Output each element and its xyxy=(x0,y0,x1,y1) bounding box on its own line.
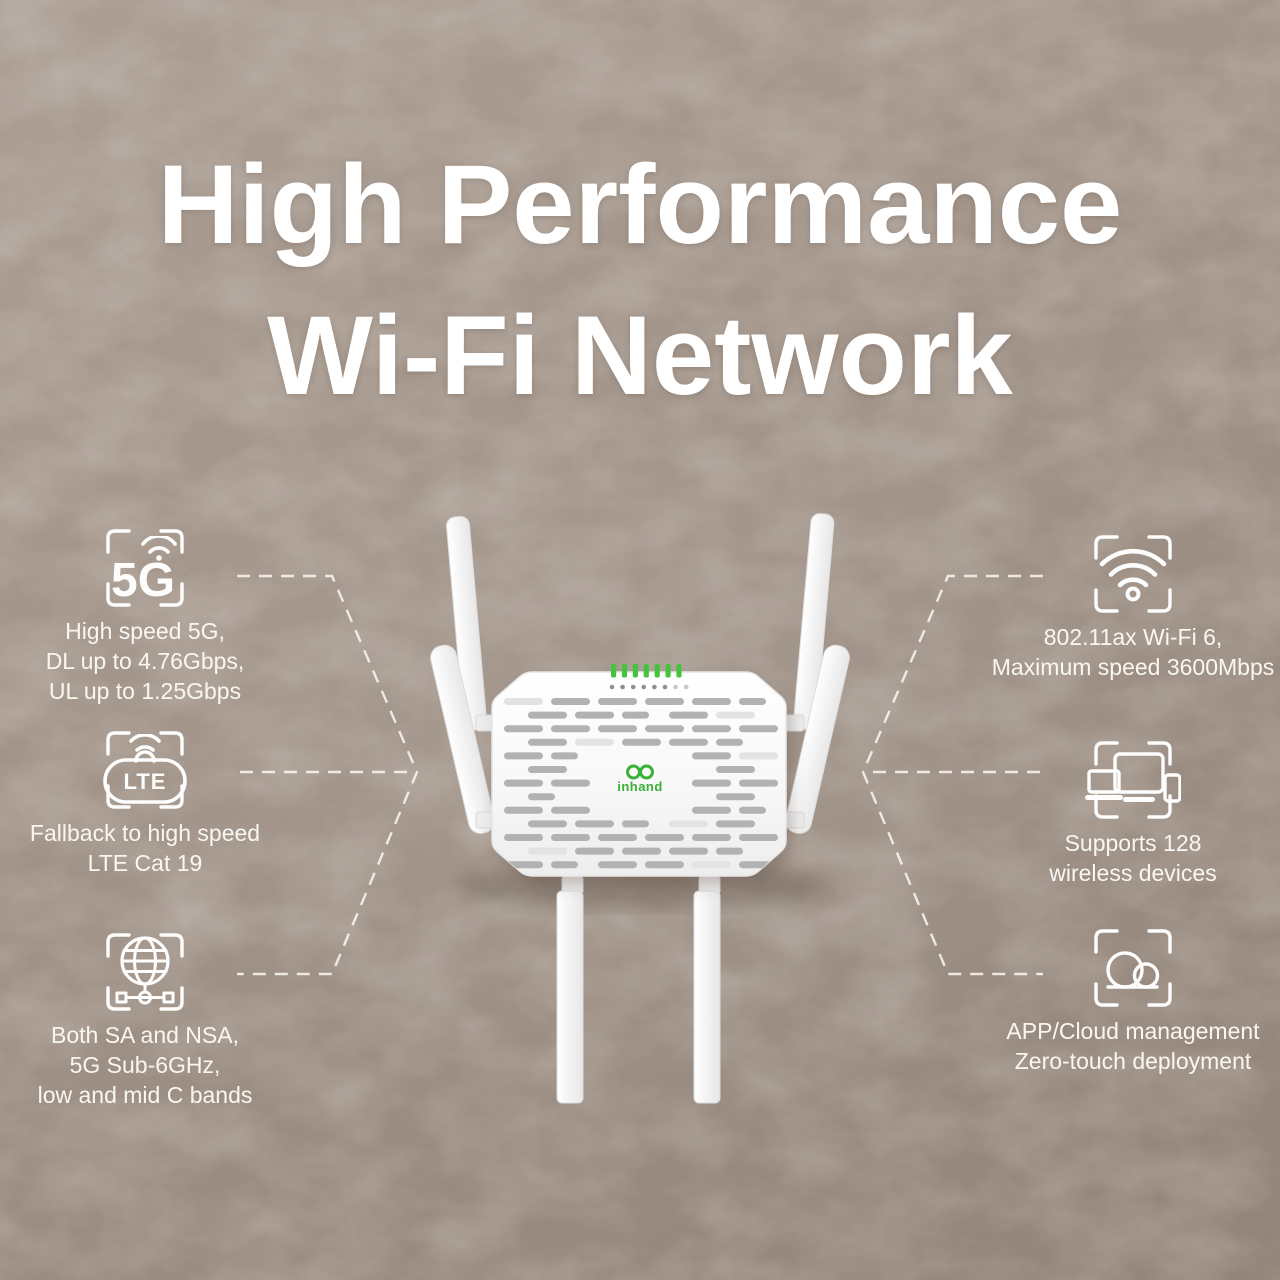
feature-5g-speed: 5G High speed 5G, DL up to 4.76Gbps, UL … xyxy=(0,528,305,706)
lte-icon: LTE xyxy=(103,734,187,804)
globe-network-icon xyxy=(115,936,175,1005)
feature-text: Both SA and NSA, xyxy=(51,1022,239,1048)
connector-dashes-left xyxy=(237,574,419,976)
focus-bracket: LTE xyxy=(103,730,187,810)
feature-text: 5G Sub-6GHz, xyxy=(69,1052,221,1078)
antenna-side-right xyxy=(785,644,850,834)
feature-5g-bands: Both SA and NSA, 5G Sub-6GHz, low and mi… xyxy=(0,932,305,1110)
feature-lte-fallback: LTE Fallback to high speed LTE Cat 19 xyxy=(0,730,305,878)
headline-line-2: Wi-Fi Network xyxy=(267,293,1013,418)
focus-bracket: 5G xyxy=(105,528,185,608)
focus-bracket xyxy=(1093,534,1173,614)
focus-bracket xyxy=(105,932,185,1012)
focus-bracket xyxy=(1085,740,1181,820)
feature-wireless-devices: Supports 128 wireless devices xyxy=(973,740,1280,888)
led-strip xyxy=(609,664,689,690)
wifi-icon xyxy=(1099,549,1167,602)
brand-name: inhand xyxy=(617,779,663,794)
feature-text: LTE Cat 19 xyxy=(87,850,203,876)
antenna-bottom-right xyxy=(693,890,721,1104)
antenna-side-left xyxy=(430,644,495,834)
connector-dashes-right xyxy=(861,574,1043,976)
feature-text: Fallback to high speed xyxy=(29,820,261,846)
infinity-logo-icon xyxy=(639,764,654,780)
feature-text: 802.11ax Wi-Fi 6, xyxy=(1043,624,1223,650)
antenna-bottom-left xyxy=(556,890,584,1104)
feature-wifi6: 802.11ax Wi-Fi 6, Maximum speed 3600Mbps xyxy=(973,534,1280,682)
svg-text:5G: 5G xyxy=(111,554,175,600)
5g-icon: 5G xyxy=(111,536,177,600)
cloud-icon xyxy=(1106,951,1160,989)
focus-bracket xyxy=(1093,928,1173,1008)
devices-icon xyxy=(1085,752,1181,803)
router-device: inhand xyxy=(430,513,850,1104)
feature-text: DL up to 4.76Gbps, xyxy=(45,648,245,674)
feature-text: Maximum speed 3600Mbps xyxy=(991,654,1275,680)
feature-text: Supports 128 xyxy=(1064,830,1202,856)
feature-text: APP/Cloud management xyxy=(1006,1018,1260,1044)
feature-text: Zero-touch deployment xyxy=(1014,1048,1252,1074)
feature-text: UL up to 1.25Gbps xyxy=(48,678,242,704)
feature-text: High speed 5G, xyxy=(65,618,225,644)
feature-cloud-management: APP/Cloud management Zero-touch deployme… xyxy=(973,928,1280,1076)
headline-line-1: High Performance xyxy=(157,142,1123,267)
feature-text: wireless devices xyxy=(1049,860,1217,886)
antenna-top-left xyxy=(445,516,488,731)
feature-text: low and mid C bands xyxy=(37,1082,253,1108)
svg-text:LTE: LTE xyxy=(124,769,167,794)
brand-logo: inhand xyxy=(617,764,663,794)
